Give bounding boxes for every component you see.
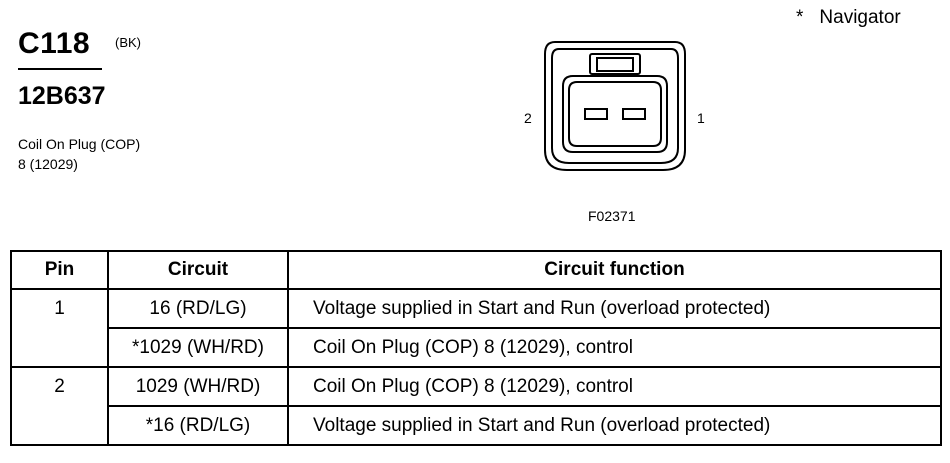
function-cell: Coil On Plug (COP) 8 (12029), control <box>287 366 942 407</box>
footnote: * Navigator <box>796 7 901 29</box>
terminal-1 <box>622 108 646 120</box>
connector-face-drawing <box>544 41 686 171</box>
connector-id: C118 <box>18 27 91 60</box>
connector-housing-outer <box>544 41 686 171</box>
circuit-cell: 16 (RD/LG) <box>107 288 289 329</box>
table-row: 2 1029 (WH/RD) Coil On Plug (COP) 8 (120… <box>10 366 942 446</box>
connector-cavity <box>562 75 668 153</box>
footnote-marker: * <box>796 7 804 28</box>
circuit-cell: 1029 (WH/RD) <box>107 366 289 407</box>
header-pin: Pin <box>10 250 109 290</box>
function-cell: Voltage supplied in Start and Run (overl… <box>287 288 942 329</box>
connector-description-line-1: Coil On Plug (COP) <box>18 136 141 152</box>
pin-cell: 2 <box>10 366 109 446</box>
pin-label-left: 2 <box>524 110 532 126</box>
connector-latch-inner <box>596 57 634 72</box>
pin-cell: 1 <box>10 288 109 368</box>
header-circuit: Circuit <box>107 250 289 290</box>
circuit-cell: *1029 (WH/RD) <box>107 327 289 368</box>
terminal-2 <box>584 108 608 120</box>
footnote-text: Navigator <box>819 7 901 28</box>
table-header-row: Pin Circuit Circuit function <box>10 250 942 290</box>
function-cell: Coil On Plug (COP) 8 (12029), control <box>287 327 942 368</box>
pin-label-right: 1 <box>697 110 705 126</box>
table-row: *16 (RD/LG) Voltage supplied in Start an… <box>11 405 942 446</box>
table-row: *1029 (WH/RD) Coil On Plug (COP) 8 (1202… <box>11 327 942 368</box>
title-divider <box>18 68 102 70</box>
part-number: 12B637 <box>18 82 106 110</box>
connector-cavity-inner <box>568 81 662 147</box>
table-row: 1 16 (RD/LG) Voltage supplied in Start a… <box>10 288 942 368</box>
connector-color-code: (BK) <box>115 35 141 50</box>
connector-housing-inner <box>551 48 679 164</box>
connector-description-line-2: 8 (12029) <box>18 156 78 172</box>
function-cell: Voltage supplied in Start and Run (overl… <box>287 405 942 446</box>
header-circuit-function: Circuit function <box>287 250 942 290</box>
circuit-cell: *16 (RD/LG) <box>107 405 289 446</box>
connector-latch <box>589 53 641 75</box>
pin-table: Pin Circuit Circuit function 1 16 (RD/LG… <box>10 250 942 446</box>
figure-id: F02371 <box>588 208 636 224</box>
